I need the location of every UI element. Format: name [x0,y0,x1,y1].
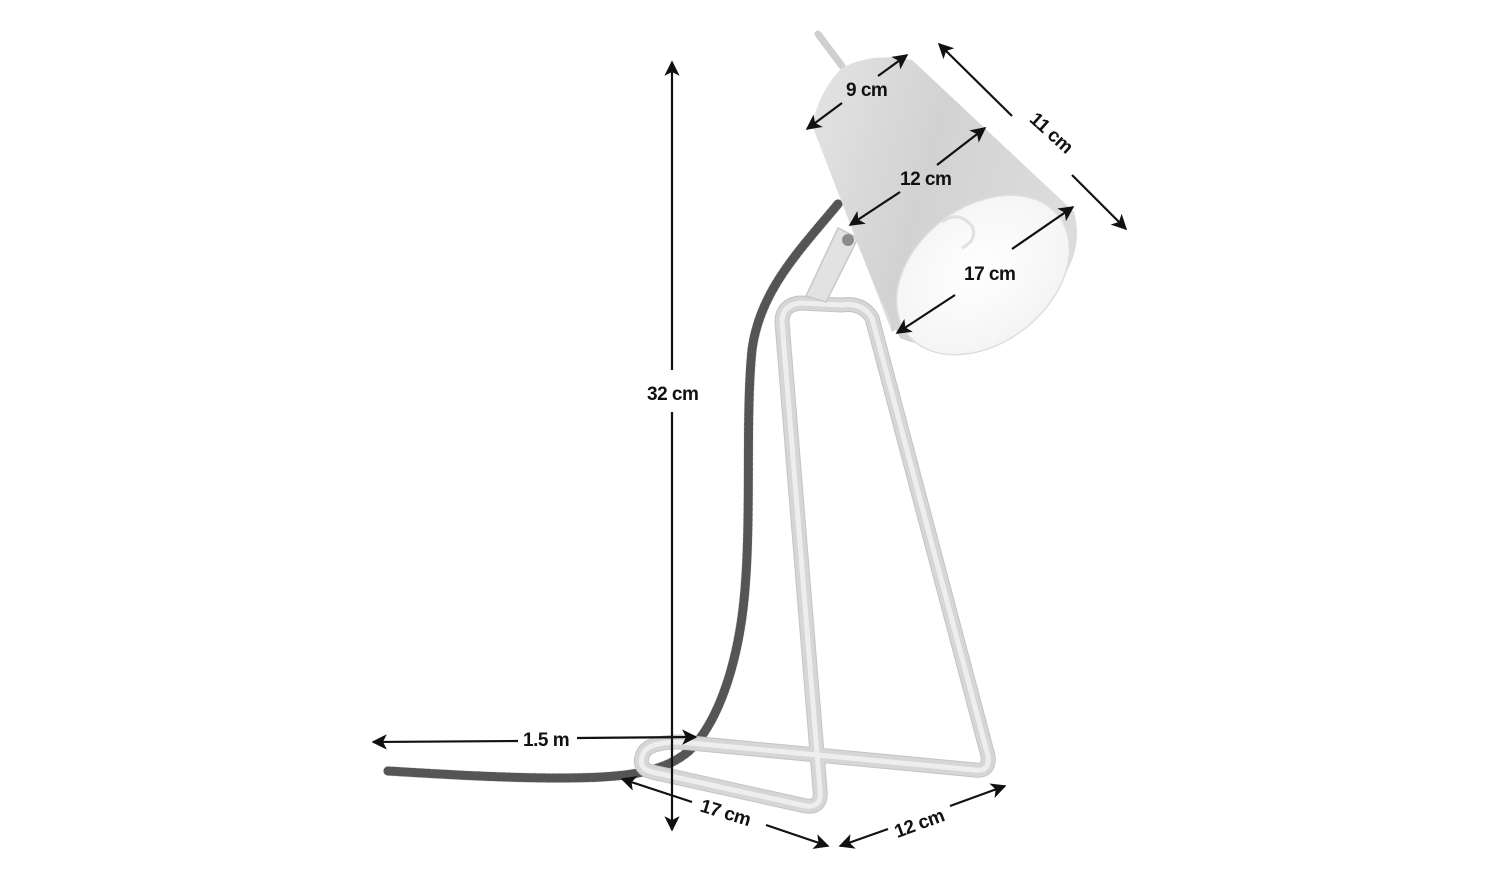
dimension-shade-middle: 12 cm [848,127,987,226]
dimension-shade-opening: 17 cm [895,206,1075,334]
dimension-base-width: 12 cm [838,783,1007,849]
dimension-total-height: 32 cm [647,60,699,832]
label-shade-length: 11 cm [1025,109,1076,158]
label-shade-top-diameter: 9 cm [846,80,887,101]
lamp-frame [633,295,996,814]
label-base-width: 12 cm [892,805,947,842]
lamp-illustration [383,30,1077,814]
lamp-shade [812,57,1077,356]
label-shade-opening-diameter: 17 cm [964,264,1015,285]
dimension-cord-length: 1.5 m [371,729,698,751]
label-cord-length: 1.5 m [523,730,569,751]
label-total-height: 32 cm [647,384,698,405]
label-shade-middle-diameter: 12 cm [900,169,951,190]
shade-top-rod [814,30,846,70]
dimension-shade-top: 9 cm [805,54,909,130]
label-base-depth: 17 cm [698,796,753,831]
braided-cord [383,199,843,784]
